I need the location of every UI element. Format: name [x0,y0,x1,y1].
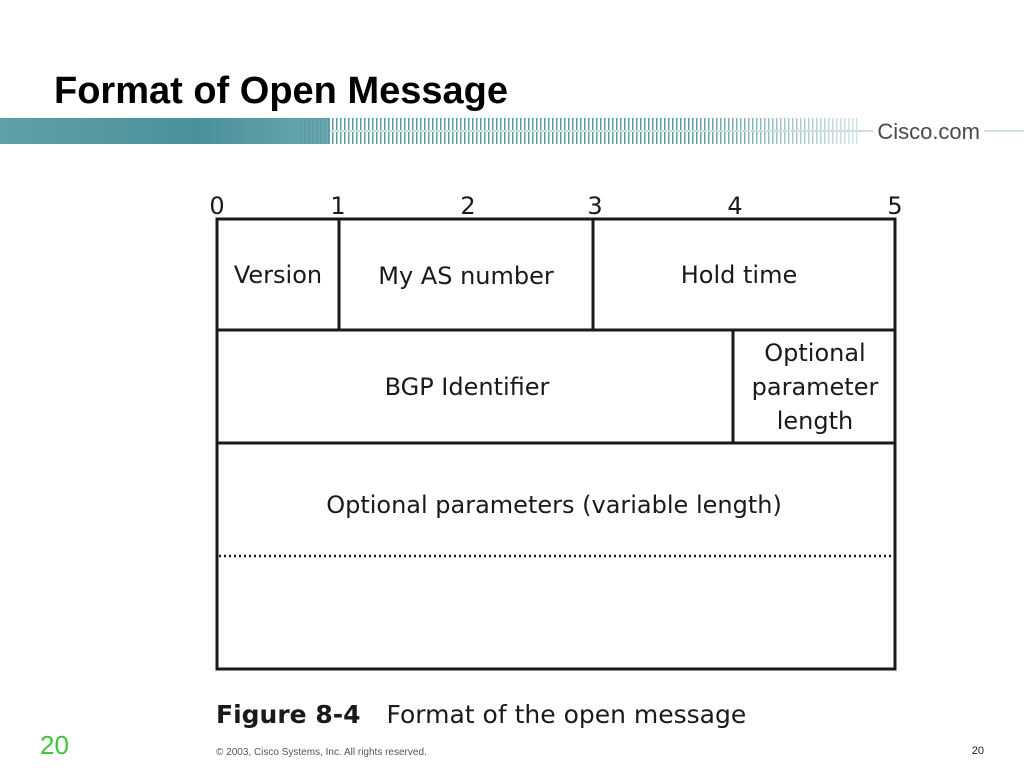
footer-page-number: 20 [971,745,984,757]
field-opt-param-length-line3: length [777,407,854,435]
field-optional-parameters: Optional parameters (variable length) [326,491,782,519]
figure-caption: Figure 8-4 Format of the open message [216,700,746,729]
slide-number: 20 [40,730,69,760]
byte-tick-1: 1 [330,192,345,220]
field-opt-param-length-line2: parameter [752,373,879,401]
byte-tick-0: 0 [209,192,224,220]
header-band: Cisco.com [0,118,1024,145]
field-opt-param-length-line1: Optional [764,339,865,367]
footer-copyright: © 2003, Cisco Systems, Inc. All rights r… [216,747,427,758]
byte-ticks: 0 1 2 3 4 5 [209,192,902,220]
open-message-diagram: 0 1 2 3 4 5 Version My AS number Hold ti… [209,192,903,671]
header-band-line [330,130,1024,132]
field-version: Version [234,261,322,289]
cisco-logo: Cisco.com [873,119,984,145]
byte-tick-3: 3 [587,192,602,220]
byte-tick-2: 2 [460,192,475,220]
header-band-solid [0,118,330,144]
byte-tick-5: 5 [887,192,902,220]
figure-caption-text: Format of the open message [386,700,747,729]
field-my-as-number: My AS number [378,262,554,290]
field-hold-time: Hold time [681,261,797,289]
field-bgp-identifier: BGP Identifier [385,373,550,401]
slide-title: Format of Open Message [54,70,508,112]
byte-tick-4: 4 [727,192,742,220]
figure-number: Figure 8-4 [216,700,361,729]
